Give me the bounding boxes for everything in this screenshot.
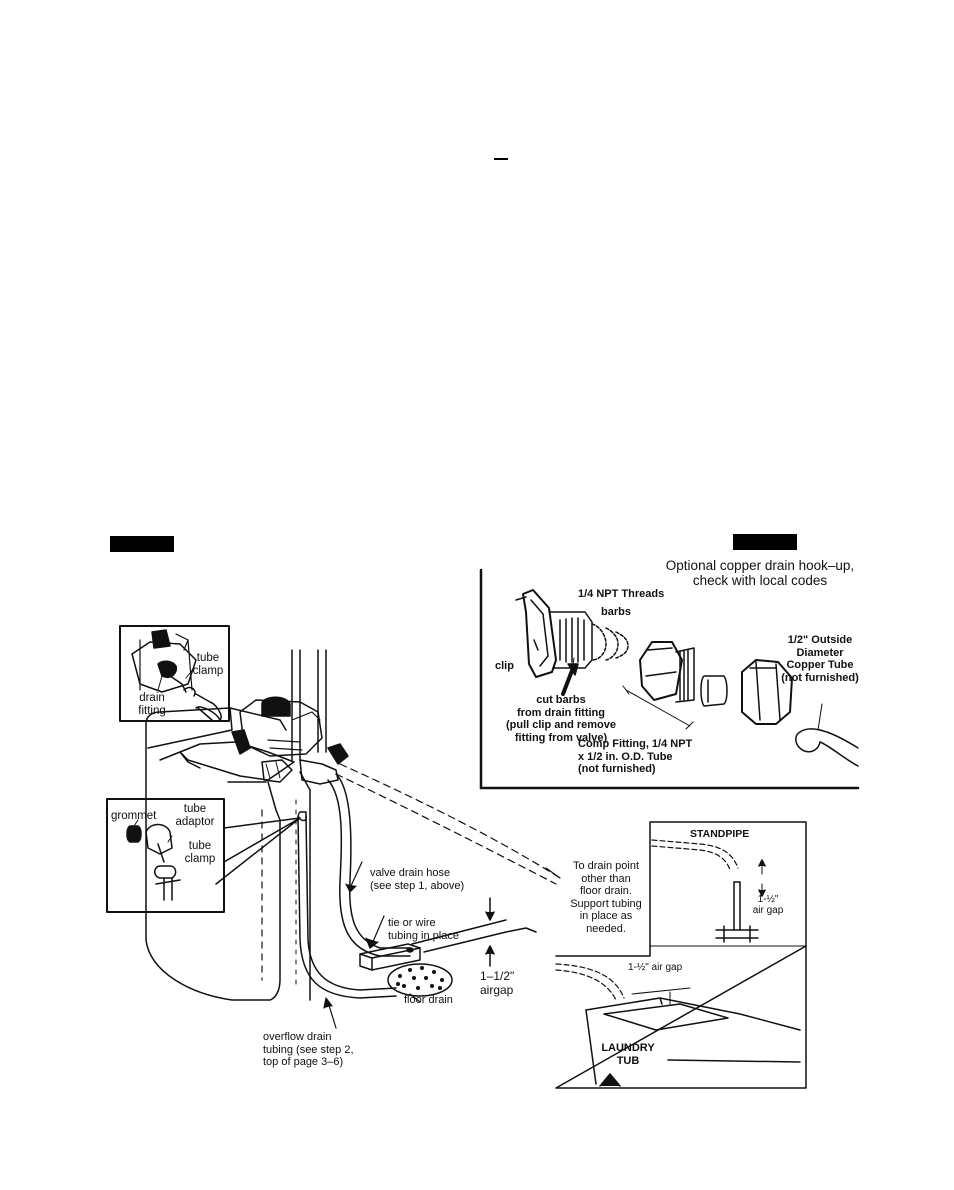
copper-caption: Optional copper drain hook–up, check wit… xyxy=(640,558,880,588)
valve-assembly xyxy=(231,649,349,785)
drain-point-line6: needed. xyxy=(586,922,626,935)
figure-label-right xyxy=(733,534,797,550)
cut-barbs-label: cut barbs from drain fitting (pull clip … xyxy=(486,694,636,744)
tie-wire-line2: tubing in place xyxy=(388,929,459,942)
dashed-drain-line xyxy=(335,763,561,885)
comp-fitting-line2: x 1/2 in. O.D. Tube xyxy=(578,750,673,763)
standpipe-inset xyxy=(649,821,807,947)
grommet-tube-clamp-line2: clamp xyxy=(184,852,216,865)
header-dash xyxy=(494,158,508,160)
inset-tube-clamp-label: tube clamp xyxy=(188,652,228,677)
standpipe-air-gap: 1-½" air gap xyxy=(748,894,788,916)
standpipe-air-gap-line2: air gap xyxy=(752,905,784,916)
copper-tube-line2: Diameter xyxy=(796,646,844,659)
drain-fitting-label: drain fitting xyxy=(130,692,174,717)
inset-tube-clamp-line2: clamp xyxy=(192,664,224,677)
grommet-tube-clamp-line1: tube xyxy=(188,840,212,852)
laundry-title: LAUNDRY TUB xyxy=(596,1042,660,1067)
copper-tube-line1: 1/2" Outside xyxy=(787,634,853,646)
label-arrows xyxy=(323,861,561,1029)
barbs-label: barbs xyxy=(601,606,631,618)
cut-barbs-line2: from drain fitting xyxy=(517,706,605,719)
drain-point-line2: other than xyxy=(581,872,631,885)
tie-wire-line1: tie or wire xyxy=(388,917,436,929)
drain-point-line4: Support tubing xyxy=(570,897,642,910)
drain-point-line1: To drain point xyxy=(572,860,640,872)
copper-caption-line2: check with local codes xyxy=(692,573,828,588)
softener-cabinet xyxy=(145,707,311,1001)
laundry-title-line1: LAUNDRY xyxy=(601,1042,655,1054)
overflow-line3: top of page 3–6) xyxy=(263,1056,344,1068)
tube-adaptor-label: tube adaptor xyxy=(166,803,224,828)
drain-fitting-line1: drain xyxy=(139,692,165,704)
overflow-label: overflow drain tubing (see step 2, top o… xyxy=(263,1031,354,1069)
clip-drawing xyxy=(515,589,557,678)
tie-wire-label: tie or wire tubing in place xyxy=(388,917,459,942)
comp-fitting-line3: (not furnished) xyxy=(578,763,656,775)
grommet-inset xyxy=(106,798,225,913)
airgap-line1: 1–1/2" xyxy=(480,969,515,983)
overflow-line2: tubing (see step 2, xyxy=(263,1043,354,1056)
figure-label-left xyxy=(110,536,174,552)
drain-point-line5: in place as xyxy=(579,910,633,922)
tie-block xyxy=(359,943,421,971)
valve-drain-hose-label: valve drain hose (see step 1, above) xyxy=(370,867,464,892)
airgap-line2: airgap xyxy=(480,983,514,997)
comp-fitting-line1: Comp Fitting, 1/4 NPT xyxy=(578,738,693,750)
cut-barbs-arrow xyxy=(561,663,579,696)
copper-tube-line3: Copper Tube xyxy=(786,659,854,671)
valve-drain-hose-line1: valve drain hose xyxy=(370,867,451,879)
cut-barbs-line1: cut barbs xyxy=(536,694,586,706)
floor-drain-grate xyxy=(387,963,453,997)
overflow-drain-tube xyxy=(297,811,397,999)
floor-drain-label: floor drain xyxy=(404,994,453,1006)
drain-fitting-line2: fitting xyxy=(138,704,166,717)
standpipe-air-gap-line1: 1-½" xyxy=(757,894,779,905)
valve-drain-hose-line2: (see step 1, above) xyxy=(370,879,465,892)
copper-tube-line4: (not furnished) xyxy=(781,671,859,684)
cut-barbs-line3: (pull clip and remove xyxy=(505,719,617,731)
clip-label: clip xyxy=(495,660,514,672)
standpipe-title: STANDPIPE xyxy=(690,828,750,840)
copper-caption-line1: Optional copper drain hook–up, xyxy=(665,558,855,573)
airgap-label: 1–1/2" airgap xyxy=(480,969,514,997)
grommet-label: grommet xyxy=(111,810,157,822)
npt-threads-label: 1/4 NPT Threads xyxy=(578,588,665,600)
drain-fitting-drawing xyxy=(548,611,629,673)
laundry-tub-inset xyxy=(555,945,807,1089)
valve-drain-hose xyxy=(327,773,411,957)
drain-point-line3: floor drain. xyxy=(580,885,632,897)
laundry-title-line2: TUB xyxy=(616,1054,640,1067)
comp-fitting-drawing xyxy=(622,641,859,767)
tube-adaptor-line2: adaptor xyxy=(175,815,215,828)
copper-inset-frame xyxy=(479,568,860,790)
grommet-tube-clamp-label: tube clamp xyxy=(178,840,222,865)
tube-adaptor-line1: tube xyxy=(183,803,207,815)
cut-barbs-line4: fitting from valve) xyxy=(514,731,608,744)
comp-fitting-label: Comp Fitting, 1/4 NPT x 1/2 in. O.D. Tub… xyxy=(578,738,692,776)
inset-tube-clamp-line1: tube xyxy=(196,652,220,664)
laundry-air-gap: 1-½" air gap xyxy=(628,962,683,973)
copper-tube-label: 1/2" Outside Diameter Copper Tube (not f… xyxy=(770,634,870,684)
drain-point-label: To drain point other than floor drain. S… xyxy=(556,860,656,935)
floor-lines xyxy=(411,897,537,967)
overflow-line1: overflow drain xyxy=(263,1031,332,1043)
